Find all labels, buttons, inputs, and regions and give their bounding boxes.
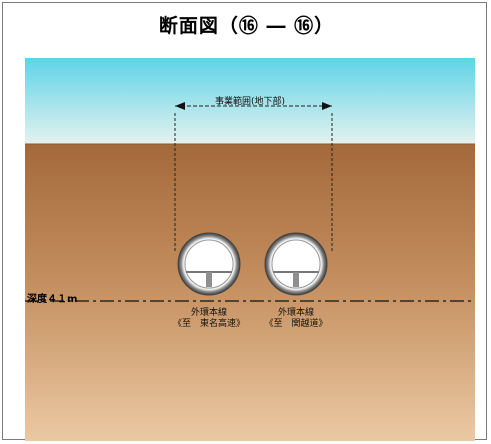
tunnel-left-name: 外環本線 [190,308,227,318]
cross-section-scene: 事業範囲(地下部) 深度４１m 外環本線 《至 東名高速》 外環本線 《至 関越… [25,58,475,441]
sky-area [25,58,475,144]
depth-label: 深度４１m [27,294,78,305]
tunnel-right-name: 外環本線 [277,308,314,318]
project-range-box [174,102,333,253]
tunnel-left-label: 外環本線 《至 東名高速》 [154,308,264,330]
tunnel-left-destination: 《至 東名高速》 [172,319,245,329]
tunnel-left [177,232,241,296]
range-arrow-left-icon [175,102,185,110]
cross-section-svg [25,58,475,441]
tunnel-right-label: 外環本線 《至 関越道》 [241,308,351,330]
project-range-label: 事業範囲(地下部) [214,97,286,107]
ground-area [25,144,475,441]
diagram-title: 断面図（⑯ ― ⑯） [158,15,335,37]
diagram-frame: 断面図（⑯ ― ⑯） [2,2,487,441]
tunnel-right-destination: 《至 関越道》 [264,319,328,329]
tunnel-right [264,232,328,296]
range-arrow-right-icon [322,102,332,110]
